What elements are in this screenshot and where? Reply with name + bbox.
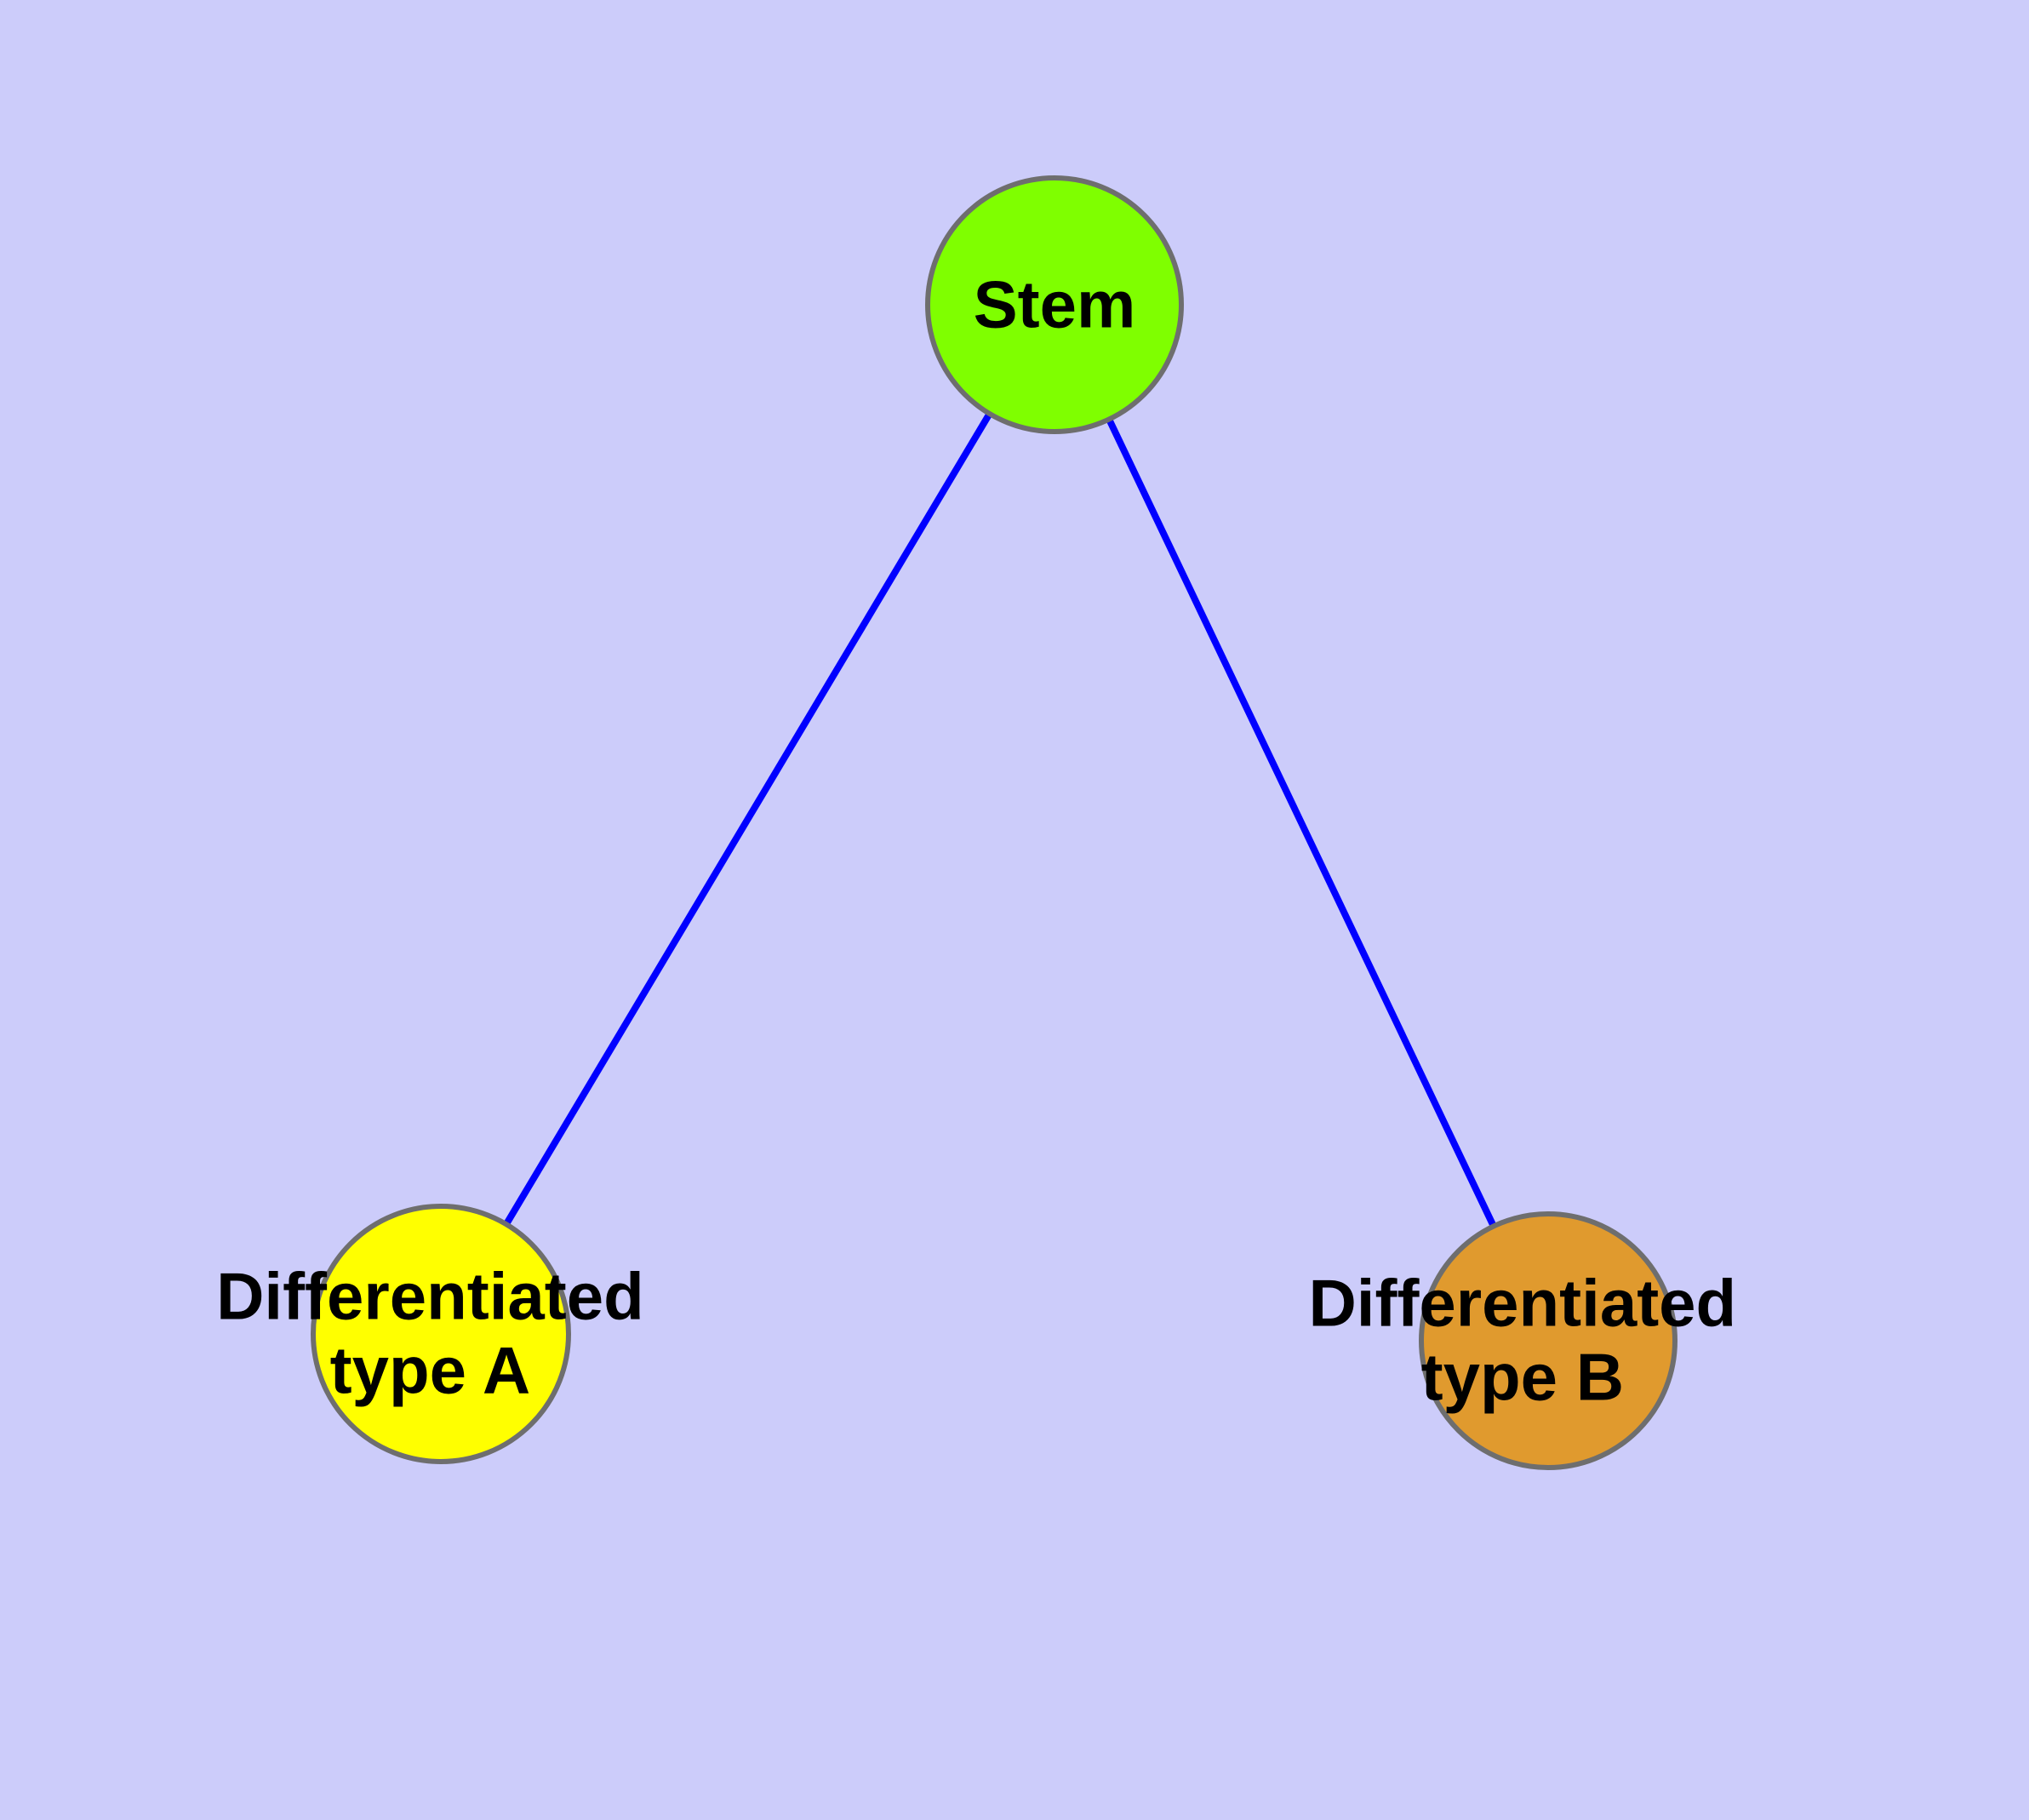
edge-stem-to-diff-b	[1051, 303, 1552, 1342]
node-differentiated-type-b[interactable]: Differentiated type B	[1308, 1211, 1736, 1470]
edge-stem-to-diff-a	[437, 302, 1058, 1336]
node-stem[interactable]: Stem	[925, 175, 1184, 434]
node-stem-label: Stem	[973, 266, 1136, 342]
node-differentiated-type-a[interactable]: Differentiated type A	[216, 1204, 644, 1464]
